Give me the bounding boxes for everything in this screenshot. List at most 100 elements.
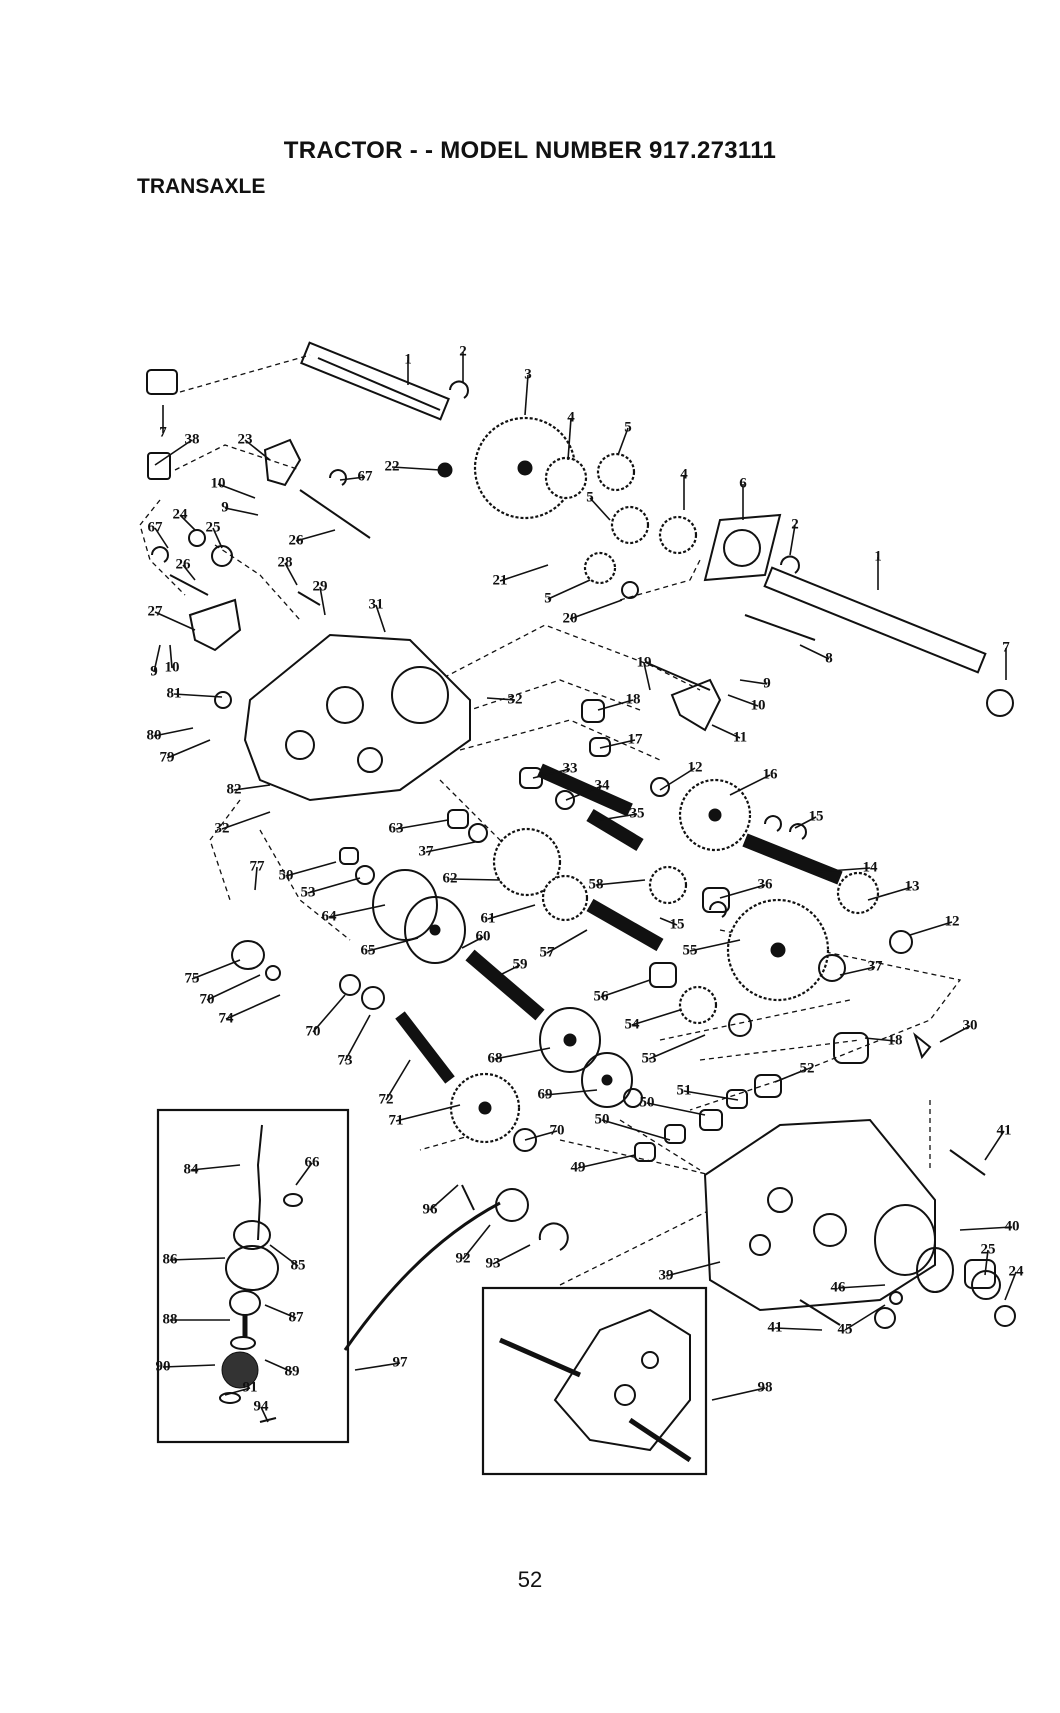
- leader-line-45: [844, 1304, 886, 1331]
- leader-line-84: [190, 1164, 241, 1171]
- callout-3: 3: [524, 366, 532, 382]
- leader-line-64: [328, 904, 386, 918]
- callout-77: 77: [250, 858, 266, 874]
- leader-line-70: [206, 974, 261, 1001]
- splined-shafts: [395, 763, 843, 1084]
- leader-line-86: [169, 1257, 226, 1261]
- callout-7: 7: [159, 424, 167, 440]
- leader-line-40: [959, 1226, 1013, 1231]
- callout-46: 46: [831, 1279, 847, 1295]
- callout-10: 10: [751, 697, 766, 713]
- leader-line-26: [182, 564, 196, 581]
- leader-line-80: [153, 727, 194, 737]
- callout-14: 14: [863, 859, 879, 875]
- callout-62: 62: [443, 870, 458, 886]
- callout-41: 41: [768, 1319, 783, 1335]
- callout-1: 1: [404, 351, 412, 367]
- callout-11: 11: [733, 729, 747, 745]
- leader-line-50: [285, 861, 337, 877]
- callout-15: 15: [809, 808, 824, 824]
- leader-line-3: [524, 374, 529, 416]
- leader-line-25: [212, 527, 223, 549]
- leader-line-89: [264, 1359, 293, 1373]
- leader-line-53: [648, 1034, 706, 1060]
- callout-9: 9: [150, 663, 158, 679]
- leader-line-35: [599, 813, 638, 821]
- callout-7: 7: [1002, 639, 1010, 655]
- callout-82: 82: [227, 781, 242, 797]
- callout-50: 50: [595, 1111, 610, 1127]
- callout-50: 50: [640, 1094, 655, 1110]
- callout-32: 32: [508, 691, 523, 707]
- retaining-rings: [151, 380, 932, 1251]
- complete-transaxle-inset: [481, 1286, 708, 1476]
- output-shaft-left: [300, 341, 450, 421]
- callout-97: 97: [393, 1354, 409, 1370]
- leader-line-71: [395, 1104, 461, 1122]
- callout-15: 15: [670, 916, 685, 932]
- leader-line-55: [689, 939, 741, 952]
- leader-line-2: [789, 524, 796, 556]
- leader-line-13: [867, 886, 913, 901]
- callout-23: 23: [238, 431, 253, 447]
- callout-26: 26: [289, 532, 305, 548]
- callout-5: 5: [624, 419, 632, 435]
- leader-line-92: [462, 1224, 491, 1260]
- leader-line-37: [425, 841, 476, 853]
- callout-81: 81: [167, 685, 182, 701]
- axle-shaft-right: [763, 566, 987, 674]
- callout-64: 64: [322, 908, 338, 924]
- leader-line-27: [154, 611, 196, 631]
- callout-86: 86: [163, 1251, 179, 1267]
- leader-line-24: [1004, 1271, 1017, 1301]
- leader-line-66: [295, 1162, 313, 1186]
- gears: [449, 416, 880, 1144]
- leader-line-5: [547, 579, 591, 600]
- callout-8: 8: [825, 650, 833, 666]
- callout-90: 90: [156, 1358, 171, 1374]
- callout-56: 56: [594, 988, 610, 1004]
- leader-line-79: [166, 739, 211, 759]
- callout-70: 70: [200, 991, 215, 1007]
- leader-line-20: [569, 599, 623, 620]
- leader-line-34: [565, 785, 603, 801]
- leader-line-91: [224, 1387, 251, 1396]
- callout-69: 69: [538, 1086, 553, 1102]
- leader-line-75: [191, 959, 241, 980]
- leader-line-97: [354, 1362, 401, 1371]
- callout-20: 20: [563, 610, 578, 626]
- leader-line-41: [774, 1327, 823, 1331]
- callout-19: 19: [637, 654, 652, 670]
- page-title: TRACTOR - - MODEL NUMBER 917.273111: [283, 137, 777, 164]
- leader-line-9: [739, 679, 768, 685]
- callout-12: 12: [688, 759, 703, 775]
- leader-line-72: [385, 1059, 411, 1101]
- callout-92: 92: [456, 1250, 471, 1266]
- callout-9: 9: [221, 499, 229, 515]
- leader-line-81: [173, 693, 223, 698]
- leader-line-10: [169, 644, 173, 669]
- callout-54: 54: [625, 1016, 641, 1032]
- callout-40: 40: [1005, 1218, 1020, 1234]
- section-heading: TRANSAXLE: [137, 175, 266, 198]
- callout-65: 65: [361, 942, 376, 958]
- leader-line-16: [729, 774, 771, 796]
- callout-71: 71: [389, 1112, 404, 1128]
- leader-line-22: [391, 466, 441, 471]
- leader-line-9: [153, 644, 161, 673]
- callout-79: 79: [160, 749, 175, 765]
- leader-line-53: [307, 877, 361, 894]
- leader-line-30: [939, 1025, 971, 1043]
- callout-4: 4: [680, 466, 688, 482]
- leader-line-14: [814, 867, 871, 873]
- callout-leader-lines: [153, 352, 1017, 1423]
- callout-55: 55: [683, 942, 698, 958]
- leader-line-9: [224, 507, 259, 516]
- leader-line-5: [617, 427, 629, 456]
- callout-41: 41: [997, 1122, 1012, 1138]
- callout-66: 66: [305, 1154, 321, 1170]
- callout-36: 36: [758, 876, 774, 892]
- callout-5: 5: [586, 489, 594, 505]
- leader-line-87: [264, 1304, 297, 1319]
- callout-72: 72: [379, 1091, 394, 1107]
